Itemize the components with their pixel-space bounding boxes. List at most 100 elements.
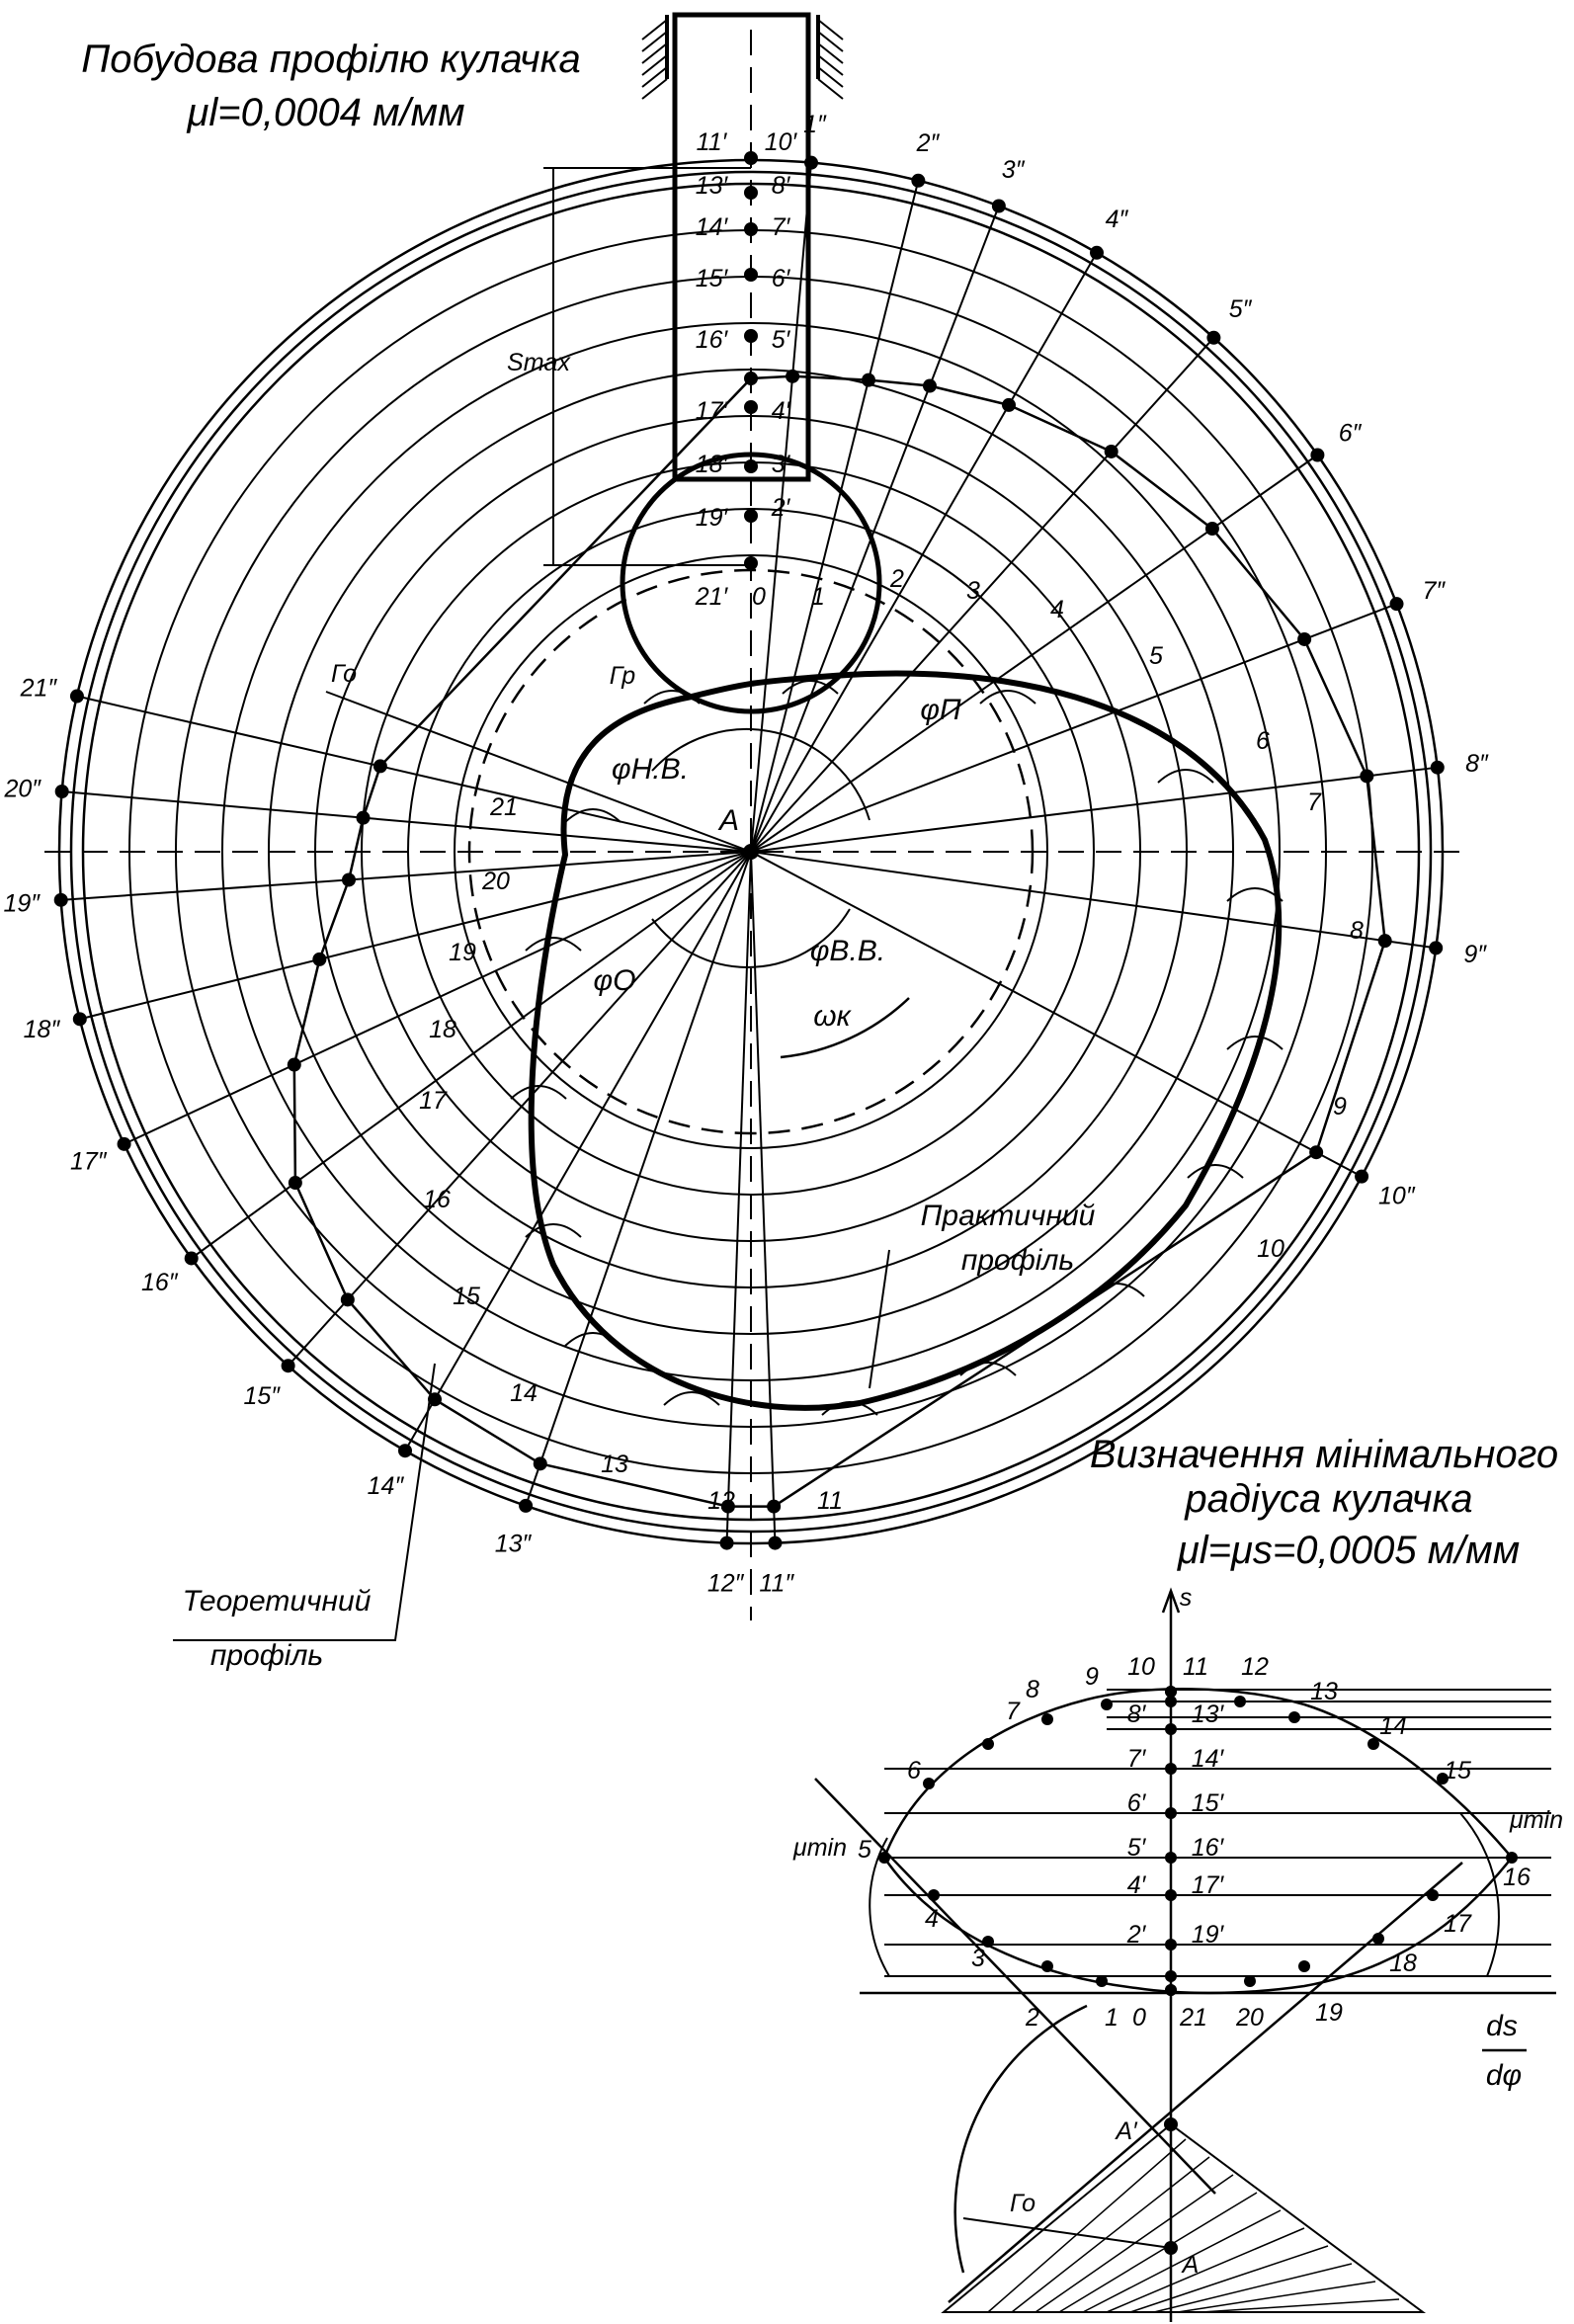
ray-12 — [725, 851, 752, 1543]
guide-hatch-left-4 — [641, 66, 668, 88]
diag-lower-point-6 — [1244, 1975, 1256, 1987]
ray-5 — [750, 337, 1215, 853]
diag-upper-label-10: 15 — [1444, 1757, 1471, 1784]
follower-label-r-0: 10′ — [765, 128, 798, 156]
roller-hatch-10 — [821, 1401, 878, 1416]
outer-label-13: 13″ — [495, 1531, 533, 1558]
position-label-12: 12 — [707, 1487, 735, 1515]
position-label-16: 16 — [423, 1186, 451, 1213]
diag-axis-point-5 — [1165, 1889, 1177, 1901]
ray-15 — [287, 851, 752, 1367]
outer-point-5 — [1206, 330, 1221, 345]
follower-label-r-2: 7′ — [772, 213, 791, 241]
position-label-6: 6 — [1256, 727, 1270, 755]
title-cam-scale: μl=0,0004 м/мм — [187, 91, 465, 134]
follower-label-l-2: 14′ — [696, 213, 729, 241]
position-label-21: 21 — [489, 793, 518, 821]
ray-18 — [79, 851, 752, 1021]
label-A-diagram: A — [1181, 2251, 1200, 2279]
roller-hatch-11 — [663, 1391, 720, 1406]
follower-label-r-7: 2′ — [771, 494, 791, 522]
follower-label-r-4: 5′ — [772, 326, 791, 354]
ray-19 — [60, 851, 752, 901]
theoretical-leader — [173, 1363, 436, 1641]
position-label-1: 1 — [811, 583, 825, 611]
position-label-5: 5 — [1149, 642, 1163, 670]
zone-hatch-1 — [1011, 2156, 1210, 2313]
position-label-7: 7 — [1307, 788, 1322, 816]
follower-point-8 — [744, 556, 758, 570]
diag-upper-point-7 — [1234, 1696, 1246, 1707]
gamma-o-diagram-label: Го — [1010, 2190, 1036, 2217]
position-label-17: 17 — [419, 1087, 448, 1115]
position-label-0: 0 — [752, 583, 766, 611]
roller-hatch-7 — [1187, 1164, 1244, 1179]
cam-profile-construction — [44, 12, 1462, 1641]
position-label-13: 13 — [601, 1451, 628, 1478]
roller-hatch-8 — [1088, 1283, 1145, 1297]
outer-point-18 — [72, 1012, 87, 1027]
practical-label-1: Практичний — [921, 1200, 1096, 1232]
follower-point-4 — [744, 329, 758, 343]
ray-8 — [750, 766, 1438, 853]
diag-lower-label-1: 3 — [971, 1945, 985, 1972]
diag-axis-point-2 — [1165, 1763, 1177, 1775]
diag-lower-point-5 — [1165, 1984, 1177, 1996]
gamma-o-label: Го — [331, 660, 357, 688]
diag-lower-label-3: 1 — [1105, 2004, 1118, 2032]
diag-upper-label-8: 13 — [1310, 1678, 1338, 1705]
outer-label-10: 10″ — [1378, 1182, 1416, 1209]
concentric-circle-4 — [268, 369, 1234, 1335]
theoretical-profile — [292, 374, 1386, 1508]
gamma-o-leader — [325, 691, 752, 853]
title-cam-profile: Побудова профілю кулачка — [81, 38, 581, 81]
diag-axis-label-r-3: 16′ — [1192, 1834, 1225, 1862]
ray-6 — [750, 454, 1318, 853]
hatch-zone — [941, 2122, 1427, 2313]
diag-axis-label-l-0: 8′ — [1127, 1701, 1147, 1728]
follower-label-r-6: 3′ — [772, 451, 791, 478]
position-label-3: 3 — [966, 577, 980, 605]
roller-hatch-2 — [782, 680, 839, 695]
outer-label-20: 20″ — [3, 776, 41, 803]
outer-point-12 — [719, 1536, 734, 1550]
zone-hatch-5 — [1106, 2227, 1305, 2313]
outer-point-7 — [1389, 597, 1404, 612]
diag-lower-label-5: 21 — [1179, 2004, 1207, 2032]
zone-hatch-7 — [1153, 2263, 1353, 2313]
diag-upper-point-4 — [1101, 1699, 1113, 1710]
outer-label-15: 15″ — [244, 1382, 282, 1410]
outer-point-16 — [184, 1251, 199, 1266]
follower-rod — [672, 12, 811, 482]
diag-upper-point-3 — [1041, 1713, 1053, 1725]
zone-hatch-3 — [1058, 2192, 1258, 2313]
outer-point-17 — [117, 1136, 131, 1151]
mu-min-arc-right — [1459, 1812, 1500, 1977]
mu-min-left: μmin — [792, 1834, 847, 1862]
diag-axis-point-0 — [1165, 1696, 1177, 1707]
roller-hatch-9 — [959, 1362, 1017, 1376]
ray-16 — [191, 851, 752, 1260]
concentric-circle-9 — [69, 170, 1433, 1534]
diag-lower-point-0 — [928, 1889, 940, 1901]
position-label-10: 10 — [1257, 1235, 1284, 1263]
outer-point-11 — [768, 1536, 783, 1550]
diag-upper-label-6: 11 — [1183, 1653, 1208, 1681]
ray-7 — [750, 603, 1397, 853]
diag-axis-label-l-4: 4′ — [1127, 1871, 1147, 1899]
ray-13 — [525, 851, 752, 1507]
follower-point-0 — [744, 151, 758, 165]
diag-lower-label-7: 19 — [1315, 1999, 1343, 2027]
guide-hatch-right-2 — [817, 42, 844, 64]
title-min-radius-scale: μl=μs=0,0005 м/мм — [1177, 1529, 1521, 1572]
guide-hatch-right-3 — [817, 54, 844, 76]
phi-o-label: φО — [594, 964, 636, 997]
ray-14 — [404, 851, 752, 1452]
outer-point-19 — [53, 892, 68, 907]
concentric-circle-3 — [314, 415, 1188, 1288]
follower-label-l-6: 18′ — [696, 451, 729, 478]
diag-lower-label-0: 4 — [925, 1905, 939, 1933]
diag-axis-label-r-1: 14′ — [1192, 1745, 1225, 1773]
s-axis-arrow — [1161, 1587, 1181, 1614]
